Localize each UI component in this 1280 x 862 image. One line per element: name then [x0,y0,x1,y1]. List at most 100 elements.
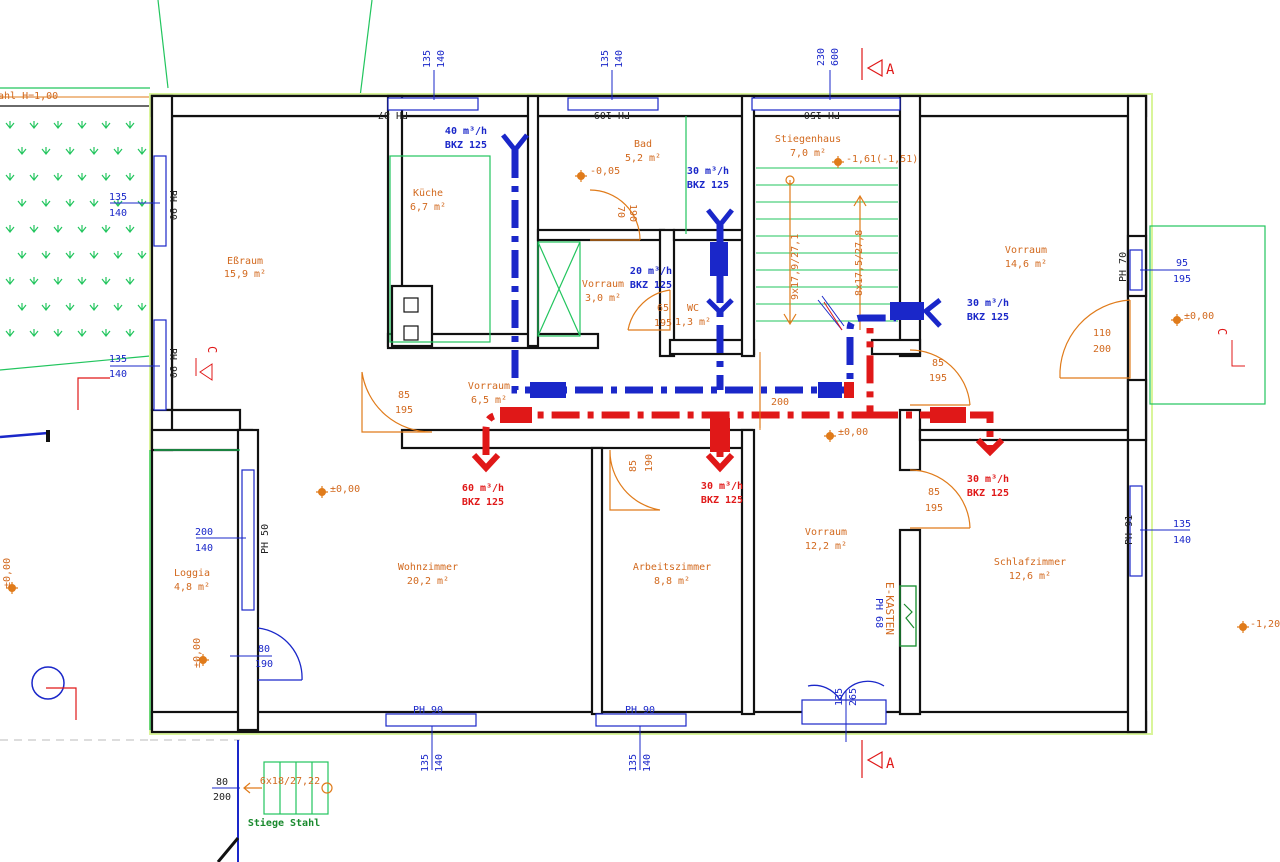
vegetation-icon [125,225,135,233]
windows [153,97,1143,727]
room-vorraum-small-area: 3,0 m² [585,293,621,304]
window-top1-b: 140 [436,50,447,68]
vent-7-bkz: BKZ 125 [967,488,1009,499]
room-arbeitszimmer-area: 8,8 m² [654,576,690,587]
door-d7-b: 200 [1093,344,1111,355]
vegetation-icon [101,329,111,337]
vegetation-icon [41,199,51,207]
window-top3-a: 230 [816,48,827,66]
window-bot2-b: 140 [642,754,653,772]
door-d8-b: 190 [255,659,273,670]
room-vorraum-right-name: Vorraum [1005,245,1047,256]
vegetation-icon [17,199,27,207]
vegetation-icon [113,251,123,259]
room-loggia-name: Loggia [174,568,210,579]
window-w9-ph: PH 90 [625,705,655,716]
ph-w6: PH 70 [1118,252,1129,282]
room-vorraum-center-area: 6,5 m² [471,395,507,406]
door-d4-b: 190 [644,454,655,472]
level-right-ext: -1,20 [1250,619,1280,630]
stair-steel-title: Stiege Stahl [248,817,320,829]
garden-area [5,121,147,337]
vegetation-icon [53,173,63,181]
level-bad: -0,05 [590,166,620,177]
vegetation-icon [89,147,99,155]
room-essraum-name: Eßraum [227,256,263,267]
level-marker-dot [199,656,207,664]
room-bad-name: Bad [634,139,652,150]
section-c-left: C [205,346,219,353]
window-w10-a: 135 [1173,519,1191,530]
level-essraum: ±0,00 [330,484,360,495]
e-kasten-label: E-KASTEN [883,582,896,635]
window-w10-b: 140 [1173,535,1191,546]
vegetation-icon [17,251,27,259]
interior-lines [154,116,917,647]
round-column-icon [31,666,65,700]
window-w6-a: 95 [1176,258,1188,269]
top-left-note: ahl H=1,00 [0,91,58,102]
door-d3-a: 85 [398,390,410,401]
door-d9-b: 200 [771,397,789,408]
walls [150,94,1148,734]
door-d2-b: 195 [654,318,672,329]
level-hall: ±0,00 [838,427,868,438]
window-top1-a: 135 [422,50,433,68]
vegetation-icon [137,251,147,259]
vegetation-icon [89,251,99,259]
window-w8-ph: PH 90 [413,705,443,716]
vent-4-flow: 30 m³/h [967,298,1009,309]
vegetation-icon [53,277,63,285]
vegetation-icon [101,277,111,285]
door-d6-a: 85 [928,487,940,498]
section-a-top: A [886,62,895,78]
vegetation-icon [29,121,39,129]
ph-w11: PH 68 [873,598,884,628]
window-bot1-a: 135 [420,754,431,772]
vent-1-flow: 40 m³/h [445,126,487,137]
window-w1-b: 140 [109,208,127,219]
room-stiegenhaus-area: 7,0 m² [790,148,826,159]
vent-3-flow: 20 m³/h [630,266,672,277]
window-w7-a: 200 [195,527,213,538]
vegetation-icon [41,251,51,259]
ph-w7: PH 50 [260,524,271,554]
vent-3-bkz: BKZ 125 [630,280,672,291]
vegetation-icon [29,225,39,233]
vegetation-icon [29,173,39,181]
level-vorraum-right: ±0,00 [1184,311,1214,322]
vegetation-icon [5,225,15,233]
door-d5-a: 85 [932,358,944,369]
vent-terminal-icons [471,133,1005,473]
room-wc-area: 1,3 m² [675,317,711,328]
section-c-right: C [1215,328,1229,335]
vegetation-icon [5,173,15,181]
vegetation-icon [5,277,15,285]
room-stiegenhaus-name: Stiegenhaus [775,134,841,145]
ph-w10: PH 91 [1124,515,1135,545]
stair-direction-arrow [853,194,867,330]
window-w6-b: 195 [1173,274,1191,285]
ph-w5: PH 90 [167,348,178,378]
vegetation-icon [125,277,135,285]
level-marker-dot [8,584,16,592]
window-bot1-b: 140 [434,754,445,772]
vegetation-icon [113,303,123,311]
vent-2-bkz: BKZ 125 [687,180,729,191]
door-d5-b: 195 [929,373,947,384]
level-stiegenhaus: -1,61(-1,51) [846,154,918,165]
room-loggia-area: 4,8 m² [174,582,210,593]
vegetation-icon [5,121,15,129]
vegetation-icon [101,173,111,181]
vertical-dims: 135 140 135 140 230 600 135 140 135 140 … [167,48,1135,772]
stair-start-marker [785,175,795,185]
room-wc-name: WC [687,303,699,314]
stair-main-dim2: 8x17,5/27,8 [854,230,865,296]
dimension-leaders [110,70,1190,789]
vegetation-icon [89,199,99,207]
room-bad-area: 5,2 m² [625,153,661,164]
vegetation-icon [29,329,39,337]
level-loggia: ±0,00 [192,638,203,668]
door-d10-b: 200 [213,792,231,803]
